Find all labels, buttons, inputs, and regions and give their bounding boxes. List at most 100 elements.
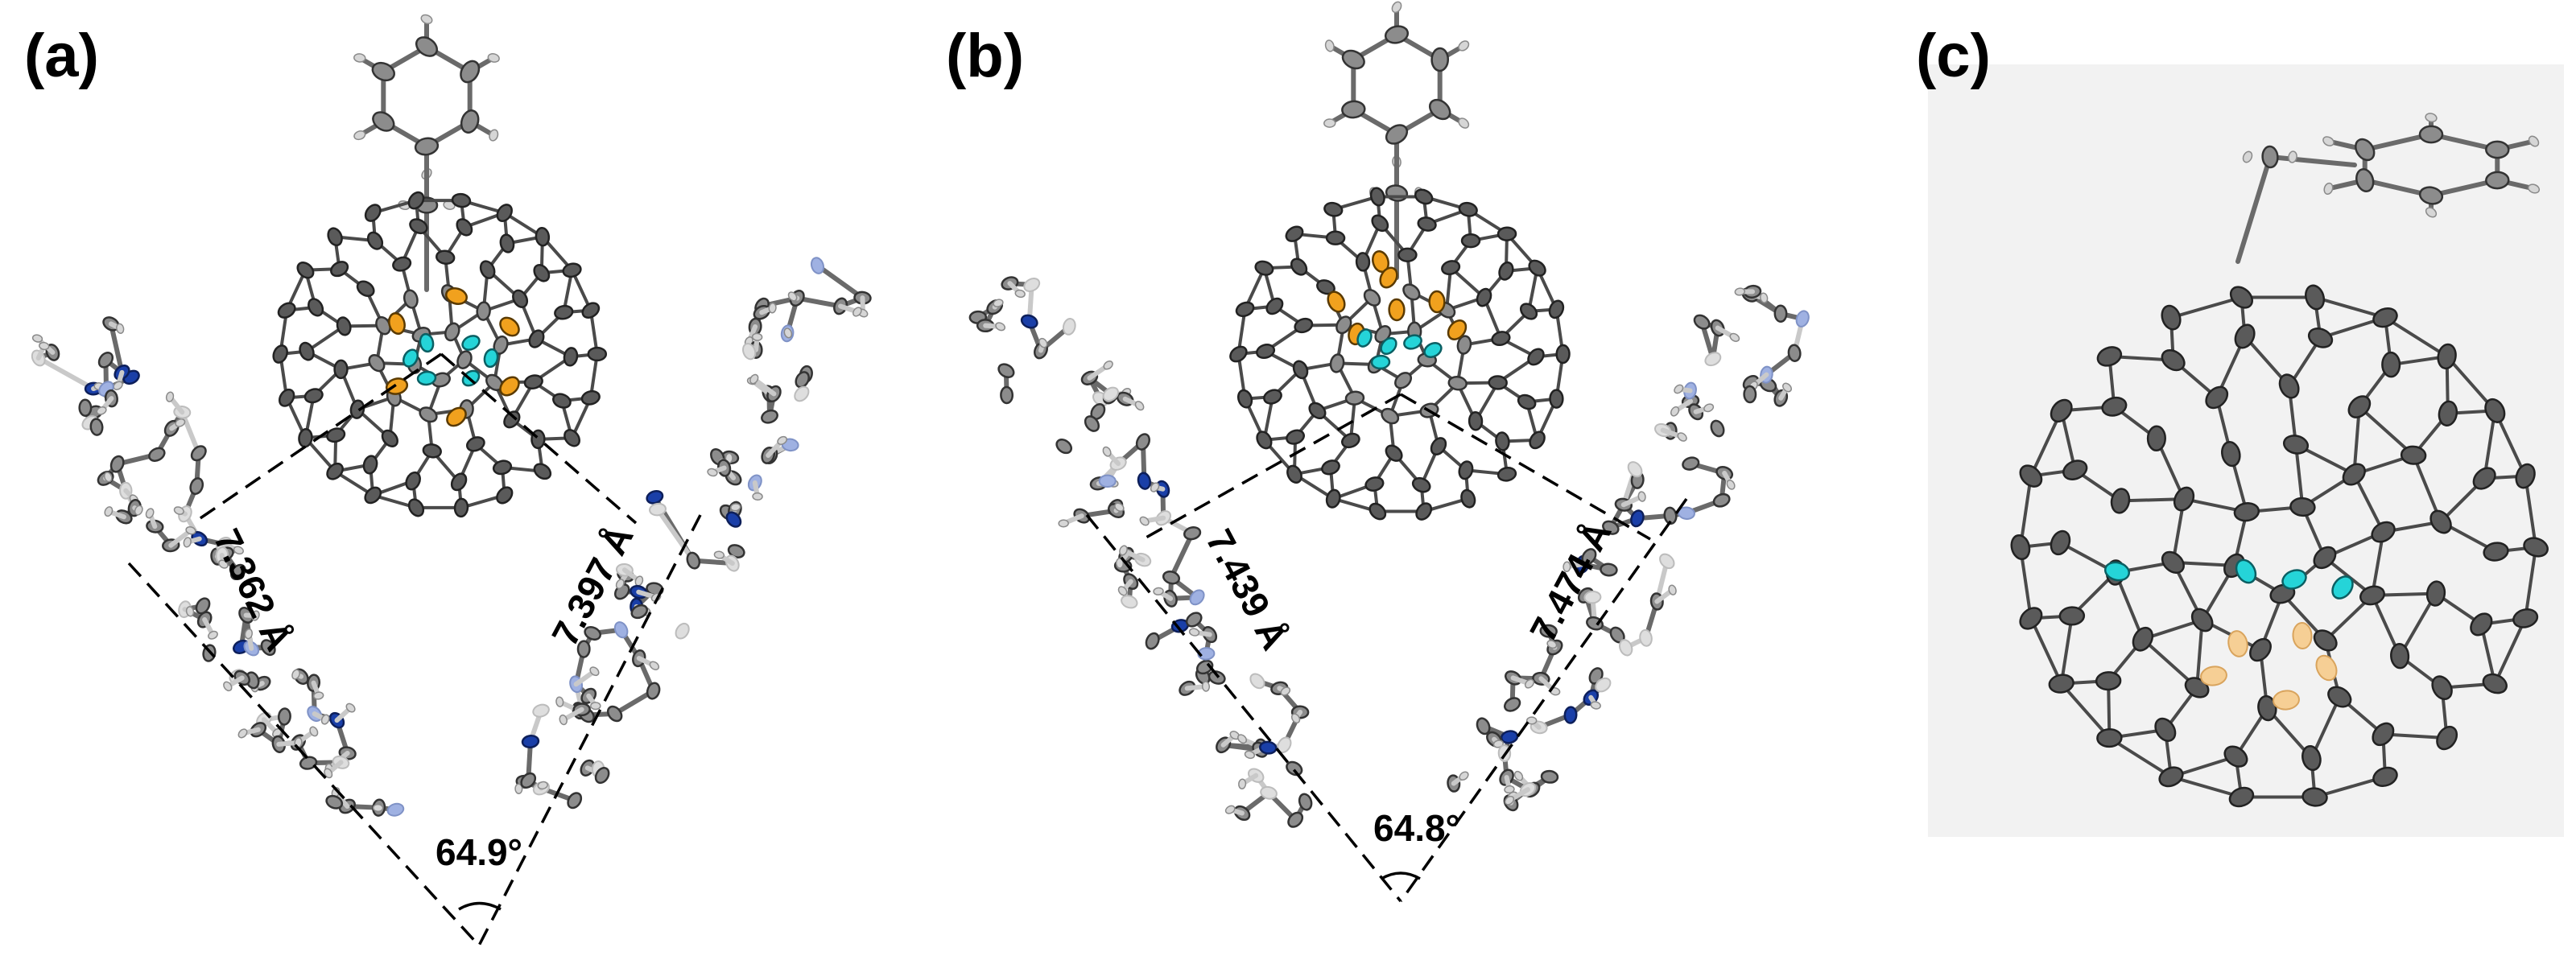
carbon-atom <box>2158 766 2184 788</box>
carbon-atom <box>2307 328 2334 348</box>
ligand-atom <box>1000 385 1014 405</box>
carbon-atom <box>409 218 428 235</box>
ligand-atom <box>795 371 810 389</box>
panel-b-label: (b) <box>946 22 1024 90</box>
carbon-atom <box>272 344 288 364</box>
scandium-atom <box>499 316 520 337</box>
hydrogen-atom <box>1504 785 1515 794</box>
hydrogen-atom <box>353 130 366 141</box>
nitrogen-atom <box>1627 461 1643 478</box>
carbon-atom <box>1519 303 1538 320</box>
nitrogen-atom <box>742 342 757 361</box>
carbon-atom <box>1415 502 1433 521</box>
carbon-atom <box>2512 608 2539 628</box>
carbon-atom <box>476 301 491 321</box>
carbon-atom <box>372 111 395 132</box>
ligand-atom <box>1602 520 1620 535</box>
hydrogen-atom <box>2288 150 2297 163</box>
carbon-atom <box>1341 100 1366 119</box>
panel-b-benzyl-group <box>1323 1 1470 280</box>
hydrogen-atom <box>852 307 862 317</box>
scandium-atom <box>2227 630 2248 657</box>
carbon-atom <box>2470 612 2493 637</box>
carbon-atom <box>1447 375 1468 391</box>
cage-bond <box>2170 295 2242 319</box>
ligand-atom <box>606 705 623 723</box>
carbon-atom <box>2289 496 2316 517</box>
carbon-atom <box>2058 606 2086 626</box>
hydrogen-atom <box>1668 584 1677 595</box>
hydrogen-atom <box>2322 136 2334 146</box>
hydrogen-atom <box>1324 39 1335 52</box>
cage-bond <box>2358 406 2415 457</box>
hydrogen-atom <box>345 702 356 713</box>
carbon-atom <box>308 298 324 317</box>
carbon-atom <box>392 256 412 272</box>
nitrogen-atom <box>1023 278 1041 292</box>
ch2-bond <box>2235 155 2273 264</box>
carbon-atom <box>1308 402 1327 420</box>
ligand-atom <box>1135 433 1151 451</box>
fluorine-atom <box>1380 336 1397 356</box>
carbon-atom <box>407 191 425 210</box>
carbon-atom <box>419 406 438 423</box>
hydrogen-atom <box>730 503 741 512</box>
carbon-atom <box>2381 351 2401 378</box>
carbon-atom <box>2483 542 2509 562</box>
nitrogen-atom <box>1102 386 1119 402</box>
carbon-atom <box>2342 463 2366 486</box>
nitrogen-atom <box>1619 639 1633 657</box>
ligand-atom <box>1581 548 1597 566</box>
cage-bond <box>2294 444 2305 508</box>
carbon-atom <box>2438 400 2458 426</box>
ligand-atom <box>567 792 583 810</box>
panel-b-angle-line-left <box>1085 513 1402 903</box>
carbon-atom <box>1476 287 1492 307</box>
panel-a-angle-line-left <box>127 562 481 947</box>
scandium-atom <box>1327 290 1346 313</box>
hydrogen-atom <box>1103 361 1113 370</box>
hydrogen-atom <box>1734 287 1746 296</box>
carbon-atom <box>1496 226 1517 241</box>
ligand-atom <box>1712 492 1731 508</box>
carbon-atom <box>2019 464 2043 488</box>
hydrogen-atom <box>1492 740 1505 748</box>
panel-c-endohedral-cluster <box>2103 558 2354 711</box>
hydrogen-atom <box>2323 182 2334 196</box>
fluorine-atom <box>1423 342 1443 358</box>
scandium-atom <box>499 376 520 397</box>
carbon-atom <box>2515 463 2536 489</box>
carbon-atom <box>1527 348 1545 366</box>
fluorine-atom <box>402 348 419 368</box>
cage-bond <box>2384 315 2448 358</box>
ligand-atom <box>1743 385 1757 404</box>
hydrogen-atom <box>251 610 260 621</box>
hydrogen-atom <box>1459 771 1469 781</box>
carbon-atom <box>496 486 514 505</box>
hydrogen-atom <box>713 550 725 559</box>
hydrogen-atom <box>1290 713 1301 724</box>
carbon-atom <box>2062 459 2088 480</box>
carbon-atom <box>327 227 343 247</box>
ligand-bond <box>795 295 844 309</box>
carbon-atom <box>1329 353 1345 373</box>
carbon-atom <box>1394 372 1413 389</box>
hydrogen-atom <box>39 341 50 351</box>
ligand-atom <box>1563 706 1578 724</box>
ligand-atom <box>1208 670 1226 685</box>
ligand-atom <box>1540 769 1559 784</box>
carbon-atom <box>2372 307 2398 328</box>
panel-c: (c) <box>1916 22 2564 837</box>
fluorine-atom <box>2281 569 2307 590</box>
hydrogen-atom <box>145 508 155 519</box>
hydrogen-atom <box>1134 401 1145 411</box>
carbon-atom <box>444 322 460 342</box>
fluorine-atom <box>416 370 437 386</box>
hydrogen-atom <box>1703 403 1715 413</box>
carbon-atom <box>2372 766 2398 787</box>
ligand-atom <box>190 445 207 462</box>
hydrogen-atom <box>2242 150 2253 163</box>
carbon-atom <box>1235 301 1255 318</box>
hydrogen-atom <box>993 299 1004 307</box>
